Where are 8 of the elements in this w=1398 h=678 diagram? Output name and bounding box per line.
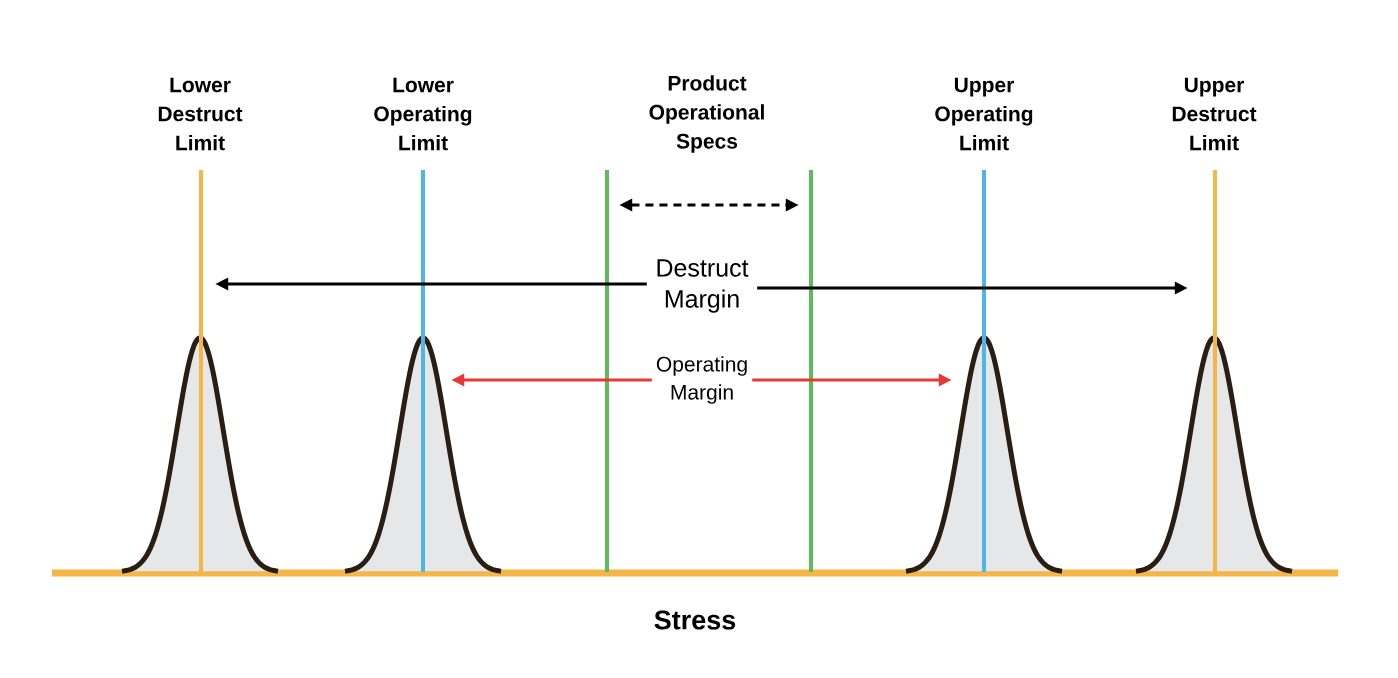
limit-label: Lower Destruct Limit xyxy=(158,77,243,151)
axis-label: Stress xyxy=(654,610,736,630)
limit-label: Upper Operating Limit xyxy=(935,77,1033,151)
margin-label: Operating Margin xyxy=(656,356,747,404)
limit-label: Upper Destruct Limit xyxy=(1172,77,1257,151)
margin-label: Destruct Margin xyxy=(657,259,749,313)
limit-label: Product Operational Specs xyxy=(649,75,764,153)
limit-label: Lower Operating Limit xyxy=(374,77,472,151)
